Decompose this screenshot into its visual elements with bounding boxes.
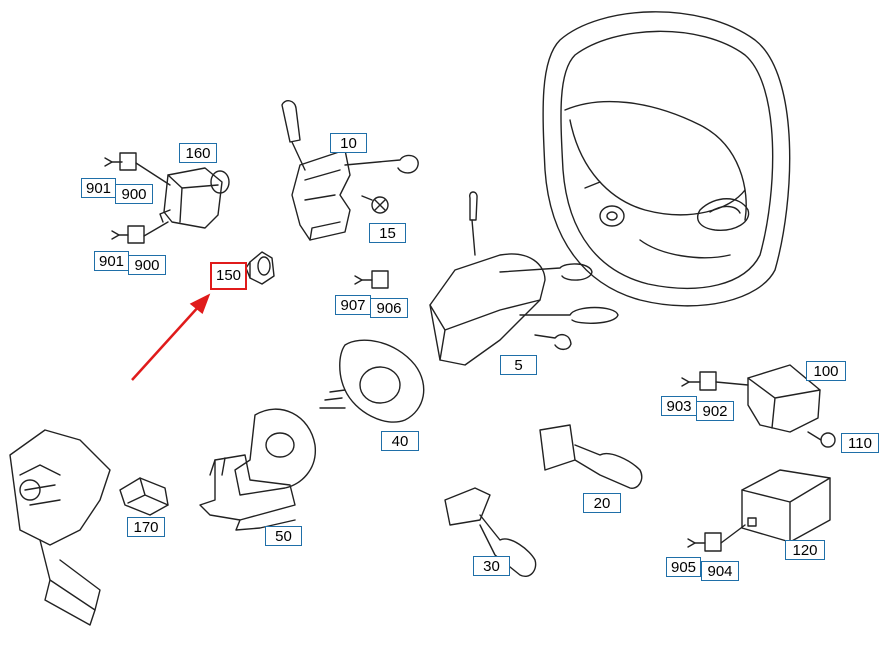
part-160-shape bbox=[159, 167, 230, 229]
part-label-902[interactable]: 902 bbox=[696, 401, 734, 421]
part-label-905[interactable]: 905 bbox=[666, 557, 701, 577]
part-40-shape bbox=[319, 339, 425, 423]
part-20-shape bbox=[539, 424, 643, 489]
part-label-30[interactable]: 30 bbox=[473, 556, 510, 576]
part-50-shape bbox=[199, 408, 316, 531]
part-label-110[interactable]: 110 bbox=[841, 433, 879, 453]
part-label-170[interactable]: 170 bbox=[127, 517, 165, 537]
clip-901-900-bottom bbox=[111, 221, 169, 244]
part-label-904[interactable]: 904 bbox=[701, 561, 739, 581]
part-label-907[interactable]: 907 bbox=[335, 295, 371, 315]
part-label-150[interactable]: 150 bbox=[210, 262, 247, 290]
clip-907-906 bbox=[354, 270, 389, 289]
part-label-901[interactable]: 901 bbox=[81, 178, 116, 198]
part-110-bolt bbox=[807, 431, 836, 448]
clip-903-902 bbox=[681, 371, 749, 391]
part-label-40[interactable]: 40 bbox=[381, 431, 419, 451]
pedal-assembly bbox=[9, 429, 111, 626]
part-label-900-b[interactable]: 900 bbox=[128, 255, 166, 275]
steering-wheel-part bbox=[542, 11, 791, 307]
part-170-shape bbox=[119, 477, 169, 516]
part-label-10[interactable]: 10 bbox=[330, 133, 367, 153]
part-150-shape bbox=[245, 251, 275, 285]
part-label-50[interactable]: 50 bbox=[265, 526, 302, 546]
part-label-901-b[interactable]: 901 bbox=[94, 251, 129, 271]
part-label-5[interactable]: 5 bbox=[500, 355, 537, 375]
part-120-shape bbox=[741, 469, 831, 543]
part-label-20[interactable]: 20 bbox=[583, 493, 621, 513]
part-label-15[interactable]: 15 bbox=[369, 223, 406, 243]
part-15-screw bbox=[361, 195, 389, 214]
part-5-shape bbox=[429, 191, 619, 366]
part-label-903[interactable]: 903 bbox=[661, 396, 697, 416]
part-label-100[interactable]: 100 bbox=[806, 361, 846, 381]
part-100-shape bbox=[747, 364, 821, 433]
part-label-120[interactable]: 120 bbox=[785, 540, 825, 560]
highlight-arrow bbox=[131, 293, 211, 381]
part-30-shape bbox=[444, 487, 537, 577]
part-label-900[interactable]: 900 bbox=[115, 184, 153, 204]
clip-905-904 bbox=[687, 524, 746, 552]
part-label-906[interactable]: 906 bbox=[370, 298, 408, 318]
clip-901-900-top bbox=[104, 152, 171, 186]
part-10-shape bbox=[281, 100, 419, 241]
part-label-160[interactable]: 160 bbox=[179, 143, 217, 163]
